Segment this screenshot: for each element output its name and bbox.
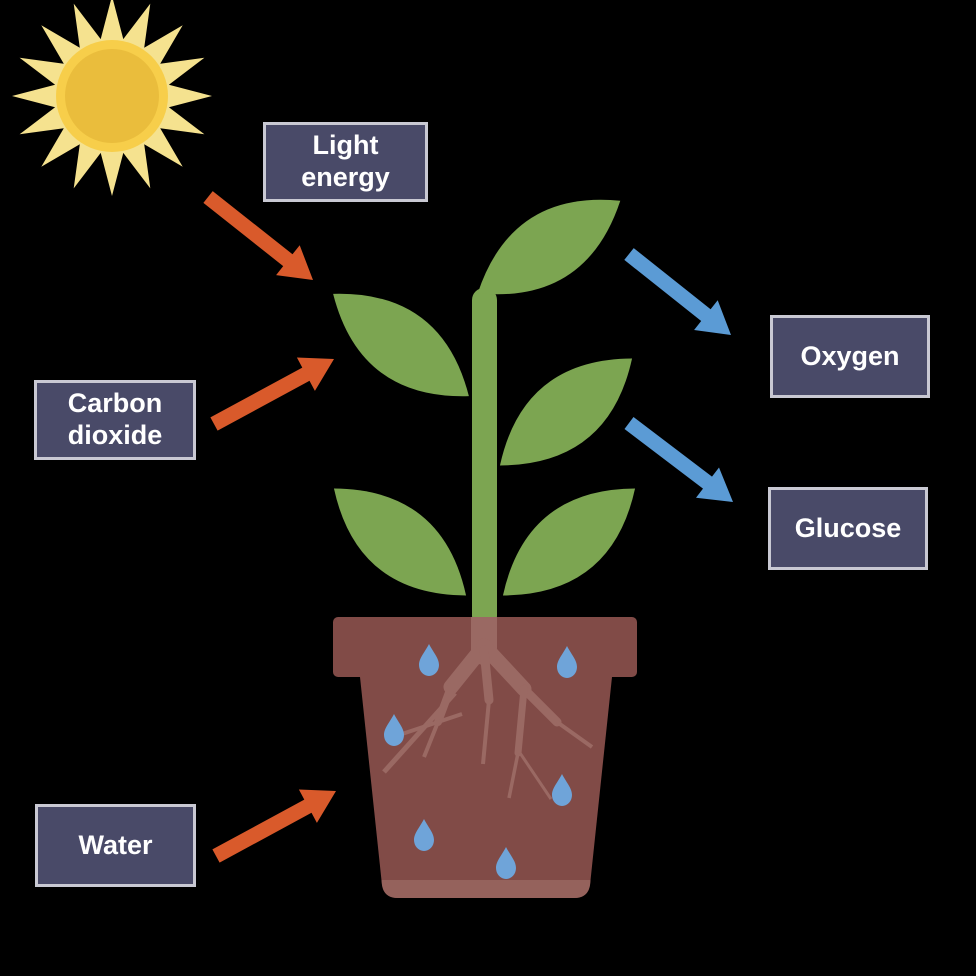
pot-base-band	[360, 880, 612, 898]
carbon-dioxide-arrow	[210, 357, 334, 431]
light-energy-arrow	[203, 191, 313, 280]
glucose-label: Glucose	[768, 487, 928, 570]
plant-pot	[333, 617, 637, 898]
plant-illustration	[312, 172, 657, 628]
plant-stem	[472, 288, 497, 628]
water-arrow	[212, 789, 336, 863]
pot-body	[360, 677, 612, 898]
plant-leaf	[312, 462, 488, 622]
plant-leaf	[478, 332, 654, 492]
oxygen-label: Oxygen	[770, 315, 930, 398]
sun-icon	[12, 0, 212, 196]
water-label: Water	[35, 804, 196, 887]
light-energy-label: Light energy	[263, 122, 428, 202]
plant-leaf	[312, 266, 490, 424]
carbon-dioxide-label: Carbon dioxide	[34, 380, 196, 460]
glucose-arrow	[624, 417, 733, 502]
plant-leaf	[481, 462, 657, 622]
oxygen-arrow	[624, 248, 731, 335]
flow-arrows	[203, 191, 733, 863]
